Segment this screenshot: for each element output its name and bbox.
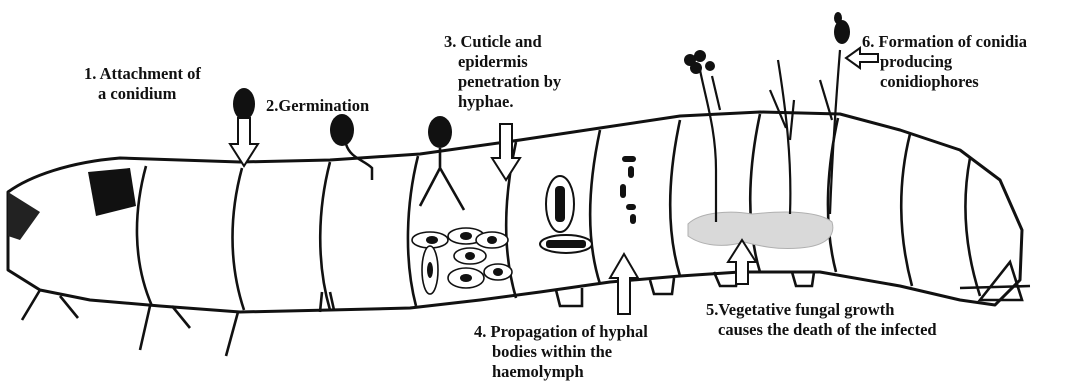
label-line: conidiophores [862,72,1027,92]
leg [226,312,238,356]
label-line: producing [862,52,1027,72]
label-line: a conidium [84,84,201,104]
label-line: penetration by [444,72,561,92]
label-germination: 2.Germination [266,96,369,116]
label-line: 4. Propagation of hyphal [474,322,648,342]
attachment-arrow [230,118,258,166]
vegetative-growth [688,212,833,248]
hyphal-body-core [555,186,565,222]
hyphal-body-core [546,240,586,248]
label-line: 6. Formation of conidia [862,32,1027,52]
conidium-spore [233,88,255,120]
germinating-conidium [330,114,354,146]
label-line: epidermis [444,52,561,72]
label-attachment: 1. Attachment of a conidium [84,64,201,104]
label-line: bodies within the [474,342,648,362]
label-conidia: 6. Formation of conidia producing conidi… [862,32,1027,92]
leg [650,278,674,294]
conidiophore-stalk [712,76,720,110]
label-vegetative: 5.Vegetative fungal growth causes the de… [706,300,937,340]
label-line: 3. Cuticle and [444,32,561,52]
label-line: causes the death of the infected [706,320,937,340]
label-penetration: 3. Cuticle and epidermis penetration by … [444,32,561,112]
conidia-cluster [684,12,850,74]
label-line: hyphae. [444,92,561,112]
leg [556,288,582,306]
penetrating-conidium [428,116,452,148]
leg [140,306,190,350]
leg [792,272,814,286]
label-line: haemolymph [474,362,648,382]
label-line: 2.Germination [266,96,369,116]
label-line: 1. Attachment of [84,64,201,84]
label-line: 5.Vegetative fungal growth [706,300,937,320]
label-propagation: 4. Propagation of hyphal bodies within t… [474,322,648,382]
